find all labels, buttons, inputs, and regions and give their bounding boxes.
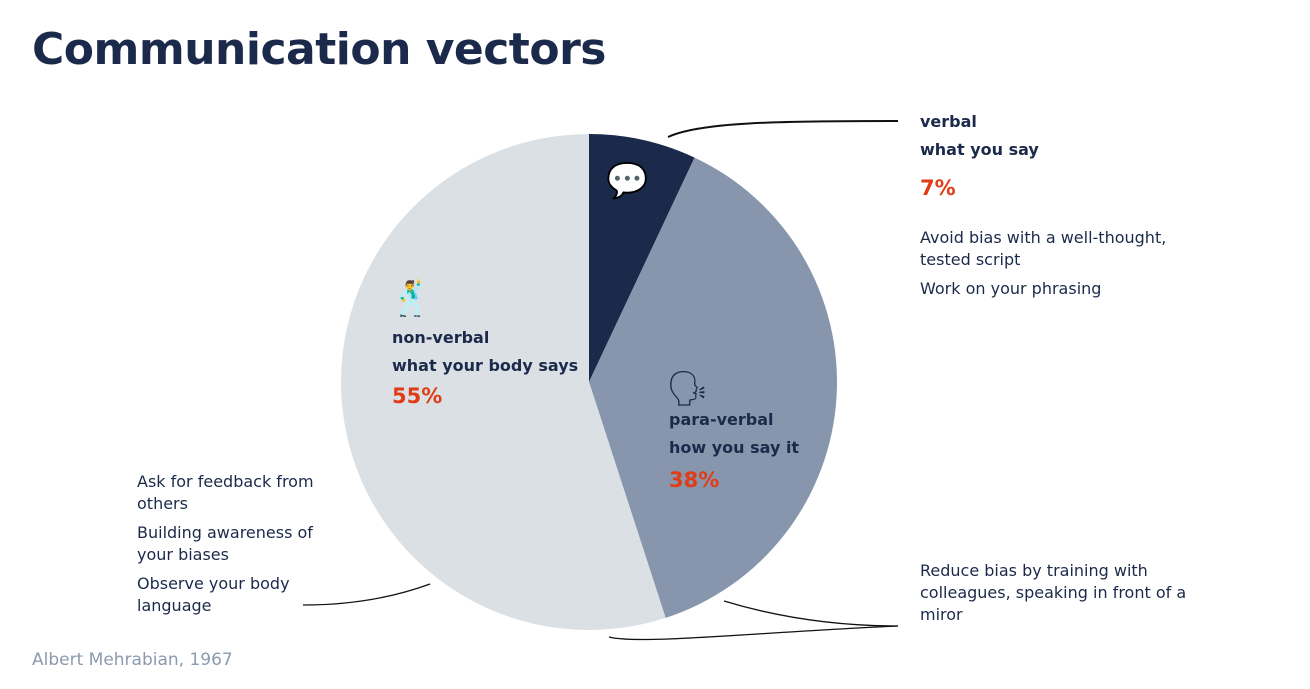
segment-name: non-verbal <box>392 328 490 347</box>
source-citation: Albert Mehrabian, 1967 <box>32 650 233 670</box>
tips-verbal: Avoid bias with a well-thought, tested s… <box>920 227 1200 307</box>
leader-line-para-verbal-lower <box>608 625 899 641</box>
label-non-verbal: non-verbal what your body says 55% <box>392 324 578 408</box>
segment-percentage: 38% <box>669 468 720 492</box>
pie-slice-para-verbal <box>589 157 838 618</box>
segment-name: verbal <box>920 112 977 131</box>
tip: Observe your body language <box>137 574 290 615</box>
segment-name: para-verbal <box>669 410 774 429</box>
segment-subtitle: what your body says <box>392 356 579 375</box>
leader-line-verbal <box>667 120 899 138</box>
tip: Building awareness of your biases <box>137 523 313 564</box>
leader-line-para-verbal-upper <box>723 600 899 627</box>
tip: Reduce bias by training with colleagues,… <box>920 561 1187 624</box>
label-para-verbal: para-verbal how you say it 38% <box>669 406 799 492</box>
pie-slice-verbal <box>589 134 695 382</box>
page-title: Communication vectors <box>32 24 606 75</box>
speech-bubble-icon: 💬 <box>606 161 649 201</box>
tips-para-verbal: Reduce bias by training with colleagues,… <box>920 560 1205 633</box>
leader-line-non-verbal <box>302 583 431 606</box>
tip: Work on your phrasing <box>920 279 1102 298</box>
segment-percentage: 7% <box>920 176 956 200</box>
tips-non-verbal: Ask for feedback from others Building aw… <box>137 471 337 624</box>
dancing-man-icon: 🕺 <box>390 279 433 319</box>
speaking-head-icon: 🗣 <box>666 369 710 409</box>
tip: Ask for feedback from others <box>137 472 314 513</box>
segment-subtitle: how you say it <box>669 438 800 457</box>
segment-percentage: 55% <box>392 384 443 408</box>
segment-subtitle: what you say <box>920 140 1039 159</box>
label-verbal: verbal what you say 7% <box>920 108 1039 200</box>
tip: Avoid bias with a well-thought, tested s… <box>920 228 1167 269</box>
pie-slice-non-verbal <box>341 134 666 630</box>
